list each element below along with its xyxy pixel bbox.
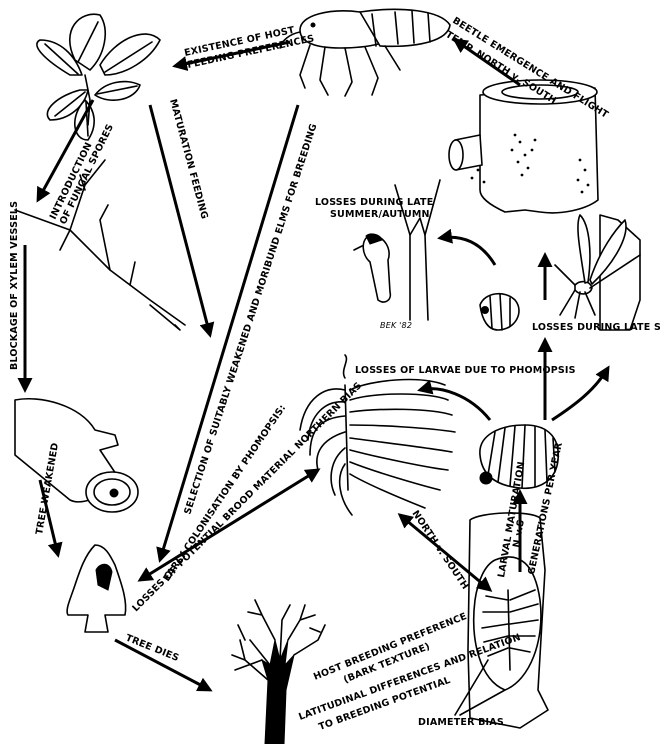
label-losses-late-1: LOSSES DURING LATE [315, 197, 433, 208]
label-losses-late-summer: LOSSES DURING LATE SUMMER [532, 322, 660, 333]
beetle-icon [280, 9, 450, 96]
label-maturation-feeding: MATURATION FEEDING [167, 98, 210, 220]
label-host-breeding-1: HOST BREEDING PREFERENCE [312, 611, 469, 683]
label-losses-larvae: LOSSES OF LARVAE DUE TO PHOMOPSIS [355, 365, 576, 376]
label-blockage-xylem: BLOCKAGE OF XYLEM VESSELS [9, 201, 20, 370]
arrow-to-phomopsis-losses [420, 389, 490, 420]
arrow-to-woodpecker [440, 237, 495, 265]
weakened-tree-icon [67, 545, 126, 632]
signature: BEK '82 [380, 321, 412, 330]
gallery-icon [300, 355, 455, 515]
label-losses-late-2: SUMMER/AUTUMN [330, 209, 430, 220]
label-north-south: NORTH v. SOUTH [410, 509, 471, 592]
twig-icon [15, 160, 185, 330]
label-diameter-bias: DIAMETER BIAS [418, 717, 504, 728]
parasitoid-wasp-icon [555, 215, 640, 330]
leaves-icon [37, 14, 160, 140]
larva-icon [480, 294, 519, 330]
branch-stub-icon [15, 399, 138, 512]
label-early-colonisation-2: LOSSES OF POTENTIAL BROOD MATERIAL NORTH… [130, 380, 364, 614]
